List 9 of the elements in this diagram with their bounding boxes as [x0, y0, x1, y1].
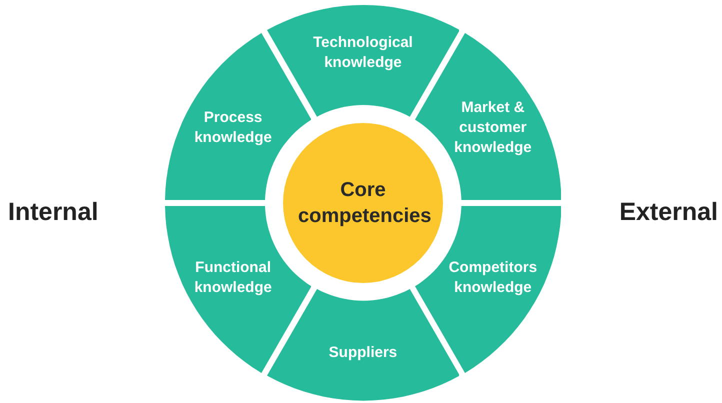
core-label: Core competencies — [298, 178, 428, 229]
segment-label: Competitors knowledge — [448, 258, 538, 298]
side-label: Internal — [8, 197, 98, 228]
segment-label: Market & customer knowledge — [453, 98, 533, 158]
segment-label: Technological knowledge — [312, 33, 413, 73]
segment-label: Suppliers — [328, 342, 398, 363]
segment-label: Functional knowledge — [193, 258, 273, 298]
side-label: External — [619, 197, 718, 228]
segment-label: Process knowledge — [193, 108, 273, 148]
